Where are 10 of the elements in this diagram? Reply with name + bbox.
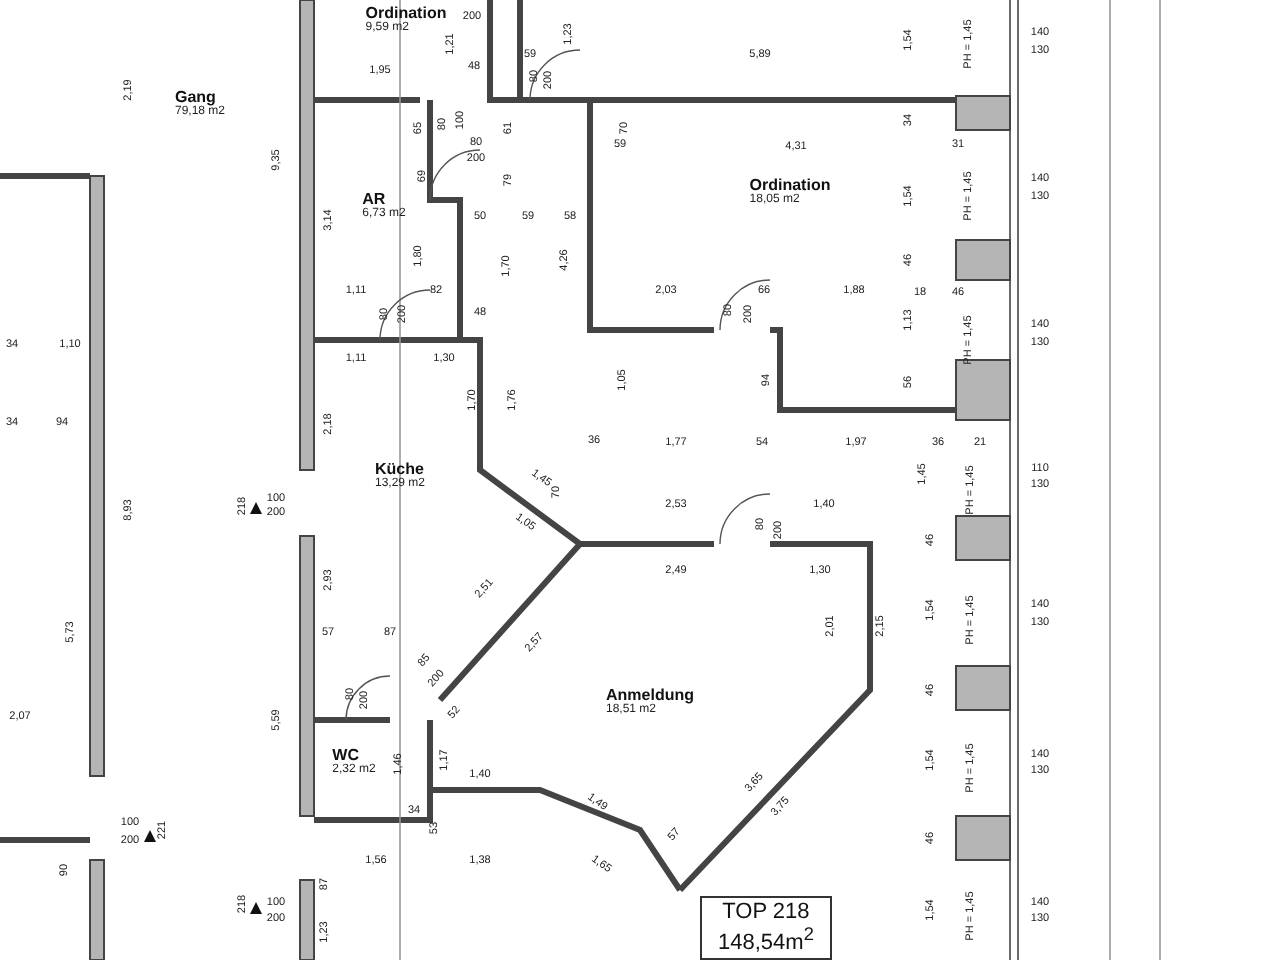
room-name: Ordination [365,4,447,22]
room-name: AR [362,190,388,208]
room-name: Gang [174,88,216,106]
unit-summary-box [700,896,832,960]
room-name: Anmeldung [606,686,694,704]
room-name: Küche [374,460,424,478]
unit-text: 148,54m$^{2}$ [718,924,814,956]
unit-text: TOP 218 [720,900,812,925]
room-name: WC [332,746,359,764]
room-name: Ordination [749,176,831,194]
